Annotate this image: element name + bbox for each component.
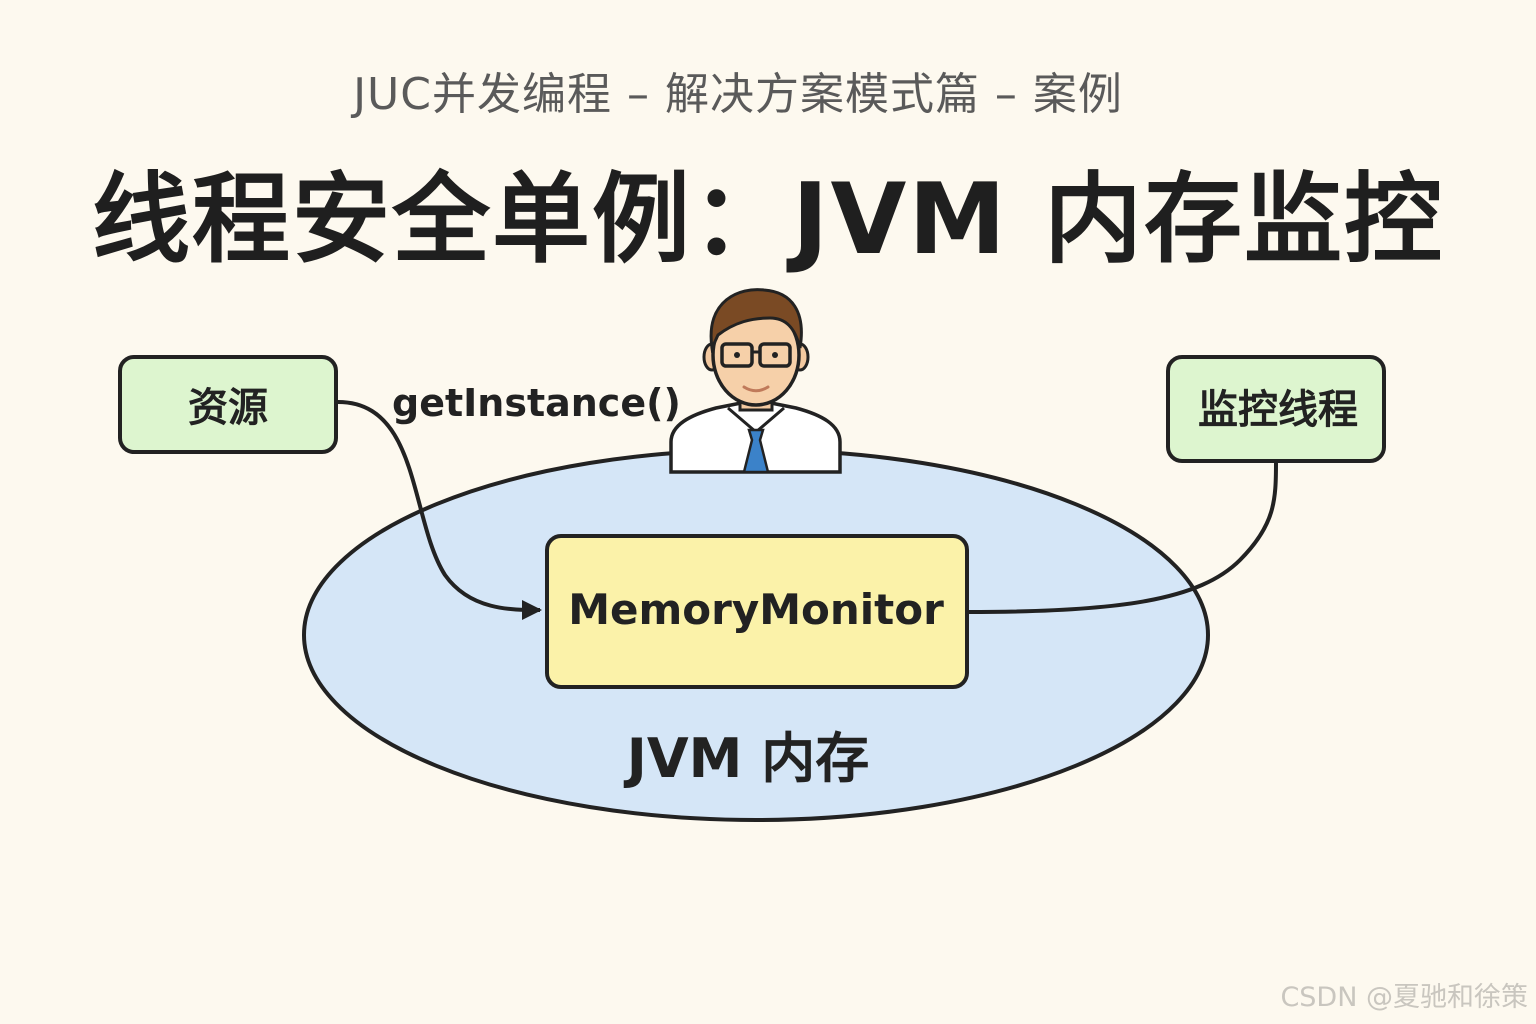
memory-monitor-box: [545, 534, 969, 689]
page-title: 线程安全单例：JVM 内存监控: [92, 163, 1444, 277]
get-instance-label: getInstance(): [392, 381, 681, 425]
monitor-thread-connector: [967, 461, 1278, 614]
developer-avatar-icon: [669, 288, 842, 474]
get-instance-arrow: [337, 400, 542, 620]
resource-box: [118, 355, 338, 454]
memory-monitor-label: MemoryMonitor: [568, 585, 944, 634]
watermark: CSDN @夏驰和徐策: [1280, 982, 1528, 1013]
monitor-thread-box: [1166, 355, 1386, 463]
resource-label: 资源: [188, 385, 268, 431]
jvm-memory-label: JVM 内存: [623, 727, 869, 790]
subtitle: JUC并发编程 – 解决方案模式篇 – 案例: [353, 69, 1123, 120]
monitor-thread-label: 监控线程: [1198, 387, 1358, 433]
